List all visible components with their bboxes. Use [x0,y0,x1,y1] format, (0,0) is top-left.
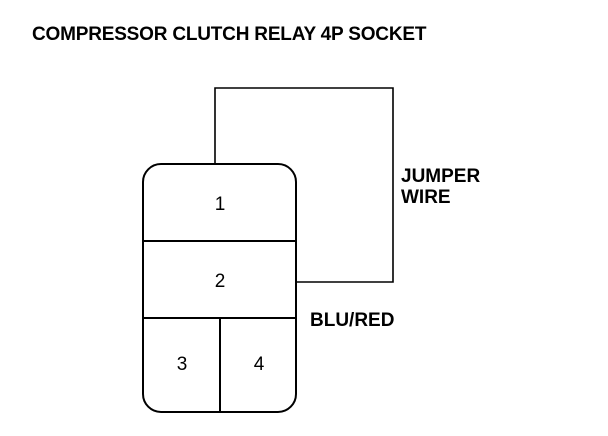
diagram-title: COMPRESSOR CLUTCH RELAY 4P SOCKET [32,24,427,45]
pin-number-4: 4 [254,354,265,375]
pin-number-2: 2 [215,271,226,292]
pin-number-1: 1 [215,194,226,215]
wire-color-label: BLU/RED [310,310,394,331]
jumper-wire [214,87,394,283]
jumper-wire-label-line2: WIRE [401,187,451,208]
pin-number-3: 3 [177,354,188,375]
jumper-wire-label-line1: JUMPER [401,166,480,187]
